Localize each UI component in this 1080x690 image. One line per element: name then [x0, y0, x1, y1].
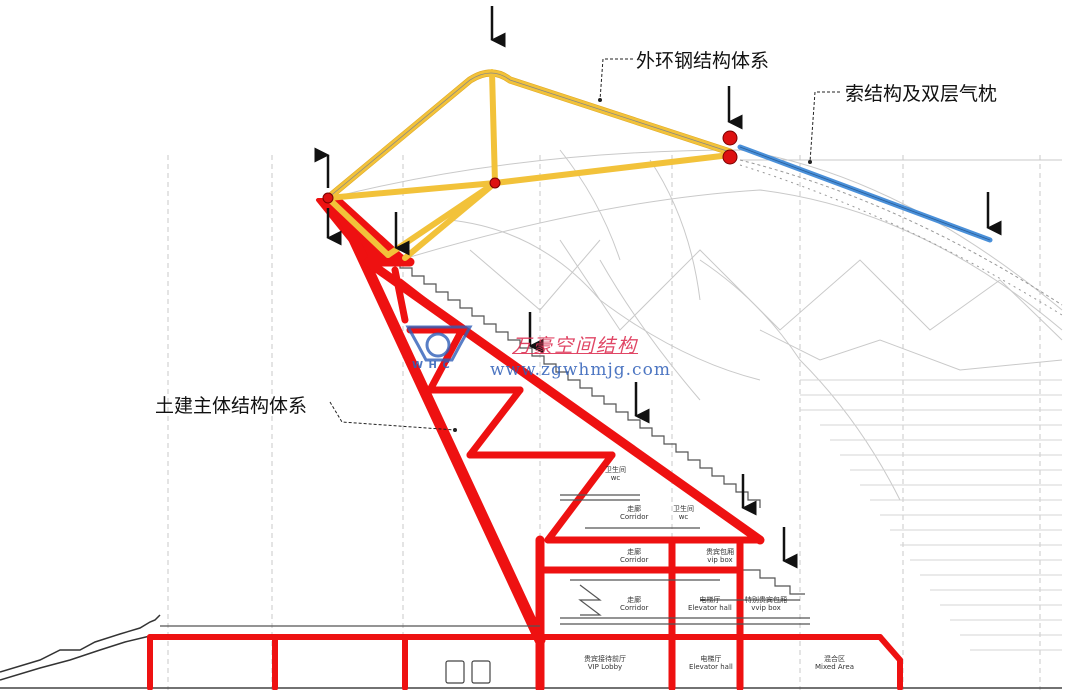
main-structure-callout: 土建主体结构体系	[155, 395, 308, 417]
yellow-outer-ring-truss	[324, 69, 734, 261]
floor-slabs	[160, 494, 810, 627]
callout-leaders	[329, 58, 840, 431]
cable-callout: 索结构及双层气枕	[845, 83, 998, 105]
watermark-url: www.zgwhmjg.com	[490, 360, 671, 380]
entrance-ramp	[0, 614, 1062, 689]
outer-ring-callout: 外环钢结构体系	[636, 50, 770, 72]
load-nodes	[322, 130, 738, 204]
vehicles	[445, 660, 491, 684]
leader-dot	[808, 160, 812, 164]
seating-rows	[800, 379, 1062, 651]
vehicle-icon	[471, 660, 491, 684]
red-main-structure	[147, 198, 903, 690]
load-node-icon	[489, 177, 501, 189]
watermark-badge-letters: W H C	[412, 360, 451, 371]
leader-dot	[598, 98, 602, 102]
background-trusses	[329, 149, 1063, 501]
vehicle-icon	[445, 660, 465, 684]
watermark-cn: 万豪空间结构	[512, 335, 639, 357]
load-node-icon	[322, 192, 334, 204]
watermark-logo	[405, 325, 473, 362]
load-arrows	[314, 6, 1002, 569]
load-node-icon	[722, 149, 738, 165]
load-node-icon	[722, 130, 738, 146]
grid-lines	[167, 155, 1041, 690]
leader-dot	[453, 428, 457, 432]
truss-outline	[327, 72, 731, 199]
upper-tier-steps	[385, 261, 805, 595]
cable-net	[739, 159, 1063, 316]
blue-cable-outline	[739, 146, 991, 241]
